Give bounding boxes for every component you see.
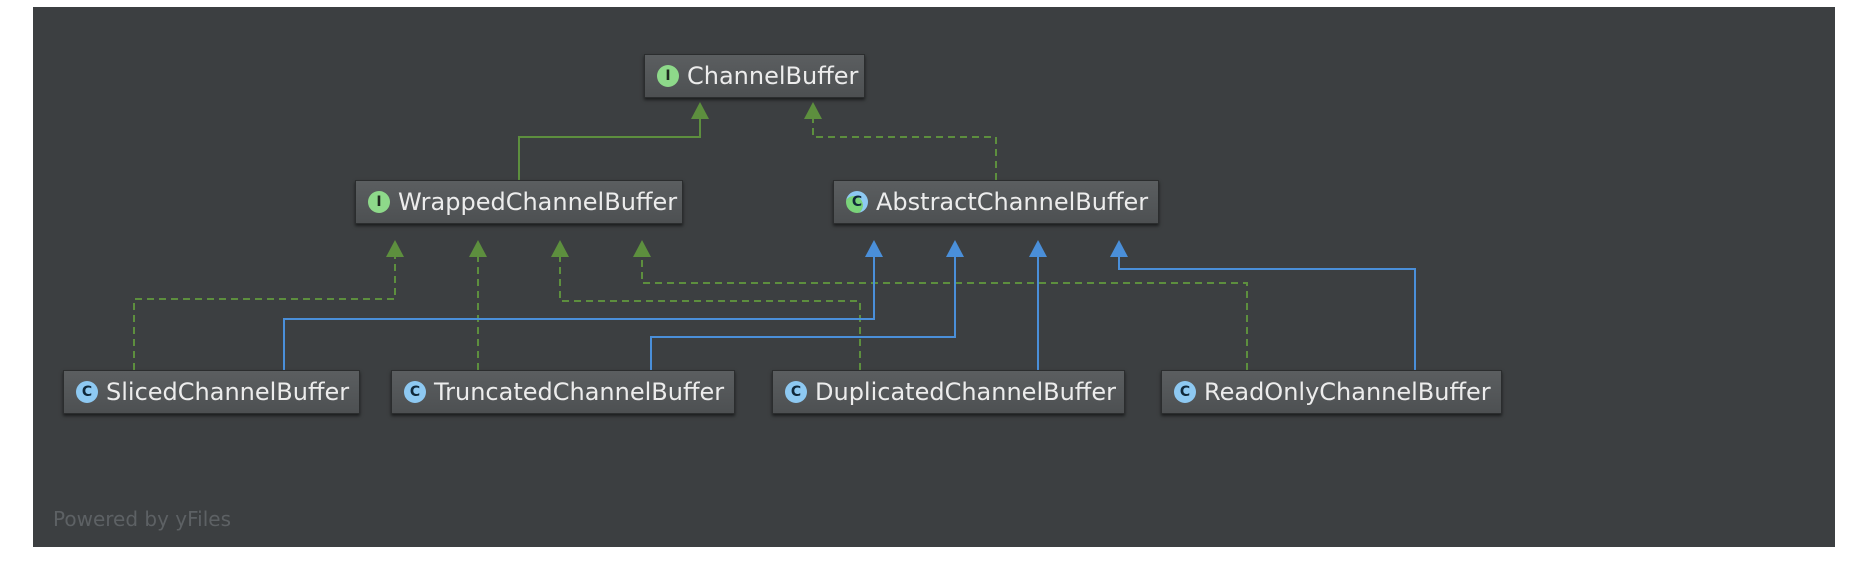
- edge-line: [1118, 256, 1416, 370]
- edge-sliced-to-abstract: [283, 240, 883, 370]
- edge-line: [133, 256, 396, 370]
- node-channel-buffer[interactable]: I ChannelBuffer: [644, 54, 865, 98]
- edge-line: [559, 256, 861, 370]
- inheritance-arrowhead-icon: [1110, 240, 1128, 257]
- inheritance-arrowhead-icon: [1029, 240, 1047, 257]
- class-icon: C: [404, 381, 426, 403]
- edge-line: [518, 118, 701, 180]
- inheritance-arrowhead-icon: [691, 102, 709, 119]
- edge-sliced-to-wrapped: [133, 240, 404, 370]
- edges-layer: [133, 102, 1416, 370]
- edge-readonly-to-wrapped: [633, 240, 1248, 370]
- edge-wrapped-to-channel: [518, 102, 709, 180]
- powered-by-watermark: Powered by yFiles: [53, 507, 231, 531]
- edge-duplicated-to-wrapped: [551, 240, 861, 370]
- node-sliced-channel-buffer[interactable]: C SlicedChannelBuffer: [63, 370, 360, 414]
- inheritance-arrowhead-icon: [469, 240, 487, 257]
- node-label: WrappedChannelBuffer: [398, 188, 678, 216]
- inheritance-arrowhead-icon: [386, 240, 404, 257]
- edge-duplicated-to-abstract: [1029, 240, 1047, 370]
- abstract-class-icon: C: [846, 191, 868, 213]
- node-label: AbstractChannelBuffer: [876, 188, 1149, 216]
- node-label: ReadOnlyChannelBuffer: [1204, 378, 1491, 406]
- class-icon: C: [1174, 381, 1196, 403]
- edge-line: [641, 256, 1248, 370]
- node-label: DuplicatedChannelBuffer: [815, 378, 1116, 406]
- inheritance-arrowhead-icon: [551, 240, 569, 257]
- diagram-canvas: I ChannelBuffer I WrappedChannelBuffer C…: [33, 7, 1835, 547]
- edge-line: [283, 256, 875, 370]
- edge-truncated-to-wrapped: [469, 240, 487, 370]
- class-icon: C: [76, 381, 98, 403]
- node-truncated-channel-buffer[interactable]: C TruncatedChannelBuffer: [391, 370, 735, 414]
- node-abstract-channel-buffer[interactable]: C AbstractChannelBuffer: [833, 180, 1159, 224]
- inheritance-arrowhead-icon: [633, 240, 651, 257]
- edge-readonly-to-abstract: [1110, 240, 1416, 370]
- inheritance-arrowhead-icon: [865, 240, 883, 257]
- node-wrapped-channel-buffer[interactable]: I WrappedChannelBuffer: [355, 180, 683, 224]
- node-readonly-channel-buffer[interactable]: C ReadOnlyChannelBuffer: [1161, 370, 1502, 414]
- edge-line: [650, 256, 956, 370]
- node-label: TruncatedChannelBuffer: [434, 378, 725, 406]
- edge-truncated-to-abstract: [650, 240, 964, 370]
- edge-line: [812, 118, 997, 180]
- interface-icon: I: [368, 191, 390, 213]
- edge-abstract-to-channel: [804, 102, 997, 180]
- node-label: SlicedChannelBuffer: [106, 378, 350, 406]
- interface-icon: I: [657, 65, 679, 87]
- class-icon: C: [785, 381, 807, 403]
- inheritance-arrowhead-icon: [804, 102, 822, 119]
- node-label: ChannelBuffer: [687, 62, 859, 90]
- node-duplicated-channel-buffer[interactable]: C DuplicatedChannelBuffer: [772, 370, 1125, 414]
- inheritance-arrowhead-icon: [946, 240, 964, 257]
